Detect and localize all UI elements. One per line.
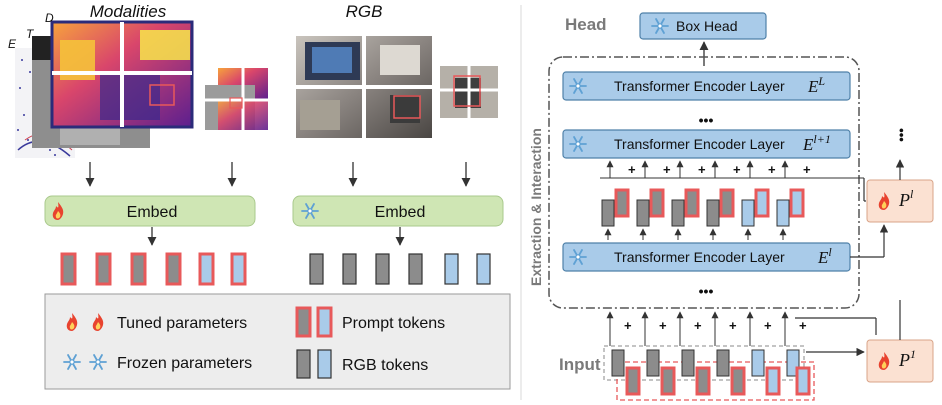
ellipsis-mid: ••• <box>699 112 714 128</box>
svg-text:+: + <box>799 318 807 333</box>
plus-signs: + + + + + + <box>628 162 811 177</box>
svg-text:El+1: El+1 <box>802 132 831 154</box>
layer-label-mid: Transformer Encoder Layer <box>614 136 785 152</box>
embed-input-arrows <box>85 162 471 187</box>
svg-text:+: + <box>628 162 636 177</box>
rgb-images <box>296 36 498 138</box>
rgb-token-row <box>309 253 491 285</box>
encoder-layer-bottom: Transformer Encoder Layer El <box>562 242 851 272</box>
modality-images: E T D <box>8 11 268 158</box>
encoder-layer-mid: Transformer Encoder Layer El+1 <box>562 129 851 159</box>
input-tokens <box>603 311 815 401</box>
extraction-frame <box>548 56 860 309</box>
legend-rgb: RGB tokens <box>342 357 428 374</box>
svg-text:+: + <box>764 318 772 333</box>
svg-text:+: + <box>659 318 667 333</box>
svg-text:EL: EL <box>807 74 825 96</box>
input-label: Input <box>559 355 601 374</box>
embed-right-block: Embed <box>292 195 504 227</box>
legend: Tuned parameters Frozen parameters Promp… <box>44 293 511 390</box>
prompt-block-l: Pl <box>866 179 934 223</box>
legend-frozen: Frozen parameters <box>117 355 252 372</box>
box-head-block: Box Head <box>639 12 767 40</box>
modality-letter-e: E <box>8 37 17 51</box>
modalities-title: Modalities <box>90 2 167 21</box>
svg-text:El: El <box>817 245 832 267</box>
rgb-title: RGB <box>346 2 383 21</box>
embed-left-block: Embed <box>44 195 256 227</box>
encoder-layer-top: Transformer Encoder Layer EL <box>562 71 851 101</box>
modality-letter-t: T <box>26 27 35 41</box>
svg-text:+: + <box>733 162 741 177</box>
svg-text:+: + <box>694 318 702 333</box>
svg-text:+: + <box>803 162 811 177</box>
prompt-block-1: P1 <box>866 339 934 383</box>
extraction-label: Extraction & Interaction <box>528 128 544 286</box>
input-plus-signs: + + + + + + <box>624 318 807 333</box>
svg-text:P1: P1 <box>898 347 916 370</box>
head-label: Head <box>565 15 607 34</box>
svg-text:Pl: Pl <box>898 187 914 210</box>
svg-text:+: + <box>624 318 632 333</box>
svg-text:+: + <box>729 318 737 333</box>
svg-text:+: + <box>698 162 706 177</box>
box-head-label: Box Head <box>676 18 737 34</box>
modality-letter-d: D <box>45 11 54 25</box>
prompt-token-row <box>60 252 247 286</box>
ellipsis-vertical: ••• <box>894 128 909 142</box>
layer-label-bottom: Transformer Encoder Layer <box>614 249 785 265</box>
layer-label-top: Transformer Encoder Layer <box>614 78 785 94</box>
ellipsis-bottom: ••• <box>699 283 714 299</box>
legend-prompt: Prompt tokens <box>342 315 445 332</box>
svg-text:+: + <box>768 162 776 177</box>
interaction-tokens <box>600 160 864 240</box>
legend-tuned: Tuned parameters <box>117 315 247 332</box>
svg-text:+: + <box>663 162 671 177</box>
embed-left-label: Embed <box>127 204 178 221</box>
embed-right-label: Embed <box>375 204 426 221</box>
